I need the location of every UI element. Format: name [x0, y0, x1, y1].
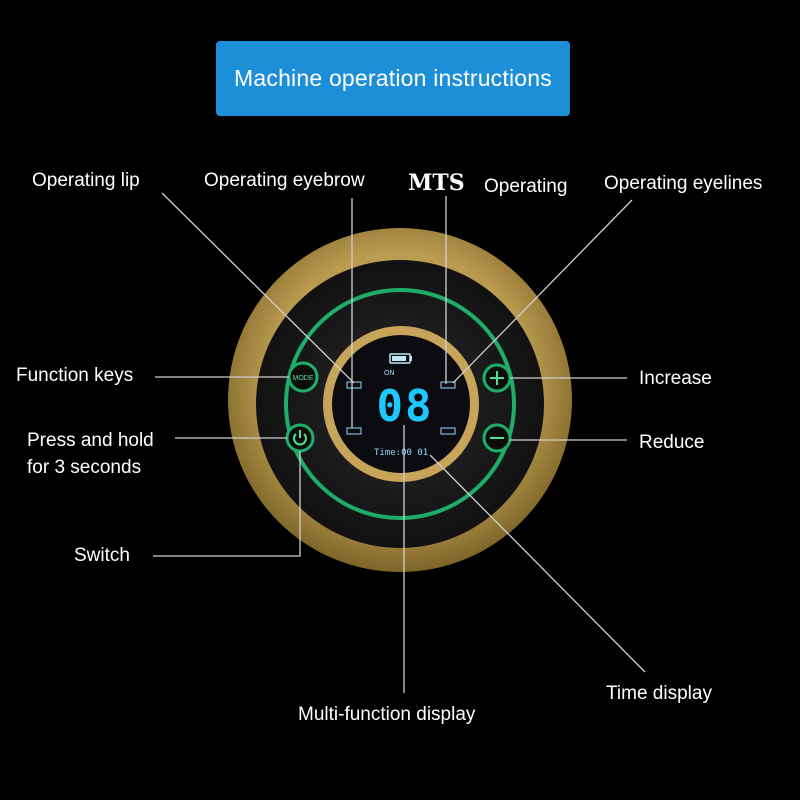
power-icon — [285, 423, 315, 453]
eyebrow-indicator — [346, 427, 362, 435]
brand-mts: MTS — [408, 170, 465, 196]
lcd-screen — [332, 335, 470, 473]
plus-icon — [482, 363, 512, 393]
lcd-on-status: ON — [384, 370, 395, 377]
label-operating-lip: Operating lip — [32, 170, 140, 191]
line-time-display — [429, 454, 646, 673]
mode-button-text: MODE — [293, 375, 314, 382]
mts-indicator — [440, 381, 456, 389]
callout-lines — [153, 192, 646, 693]
page-title: Machine operation instructions — [234, 65, 552, 91]
battery-icon — [389, 353, 412, 364]
minus-icon — [482, 423, 512, 453]
title-banner: Machine operation instructions — [216, 41, 570, 116]
label-press-hold-line2: for 3 seconds — [27, 457, 142, 478]
label-operating-eyebrow: Operating eyebrow — [204, 170, 365, 191]
label-operating-eyelines: Operating eyelines — [604, 173, 763, 194]
label-reduce: Reduce — [639, 432, 705, 453]
line-operating-eyelines — [452, 199, 633, 384]
lcd-time: Time:00 01 — [374, 448, 429, 458]
label-time-display: Time display — [606, 683, 712, 704]
label-press-hold-line1: Press and hold — [27, 430, 154, 451]
label-function-keys: Function keys — [16, 365, 134, 386]
eyeline-indicator — [440, 427, 456, 435]
line-switch — [153, 451, 301, 557]
label-operating: Operating — [484, 176, 568, 197]
label-switch: Switch — [74, 545, 130, 566]
label-increase: Increase — [639, 368, 712, 389]
line-operating-lip — [161, 192, 355, 384]
label-multi-function-display: Multi-function display — [298, 704, 476, 725]
lcd-digits: 08 — [376, 381, 434, 432]
lip-indicator — [346, 381, 362, 389]
green-ring — [284, 288, 516, 520]
